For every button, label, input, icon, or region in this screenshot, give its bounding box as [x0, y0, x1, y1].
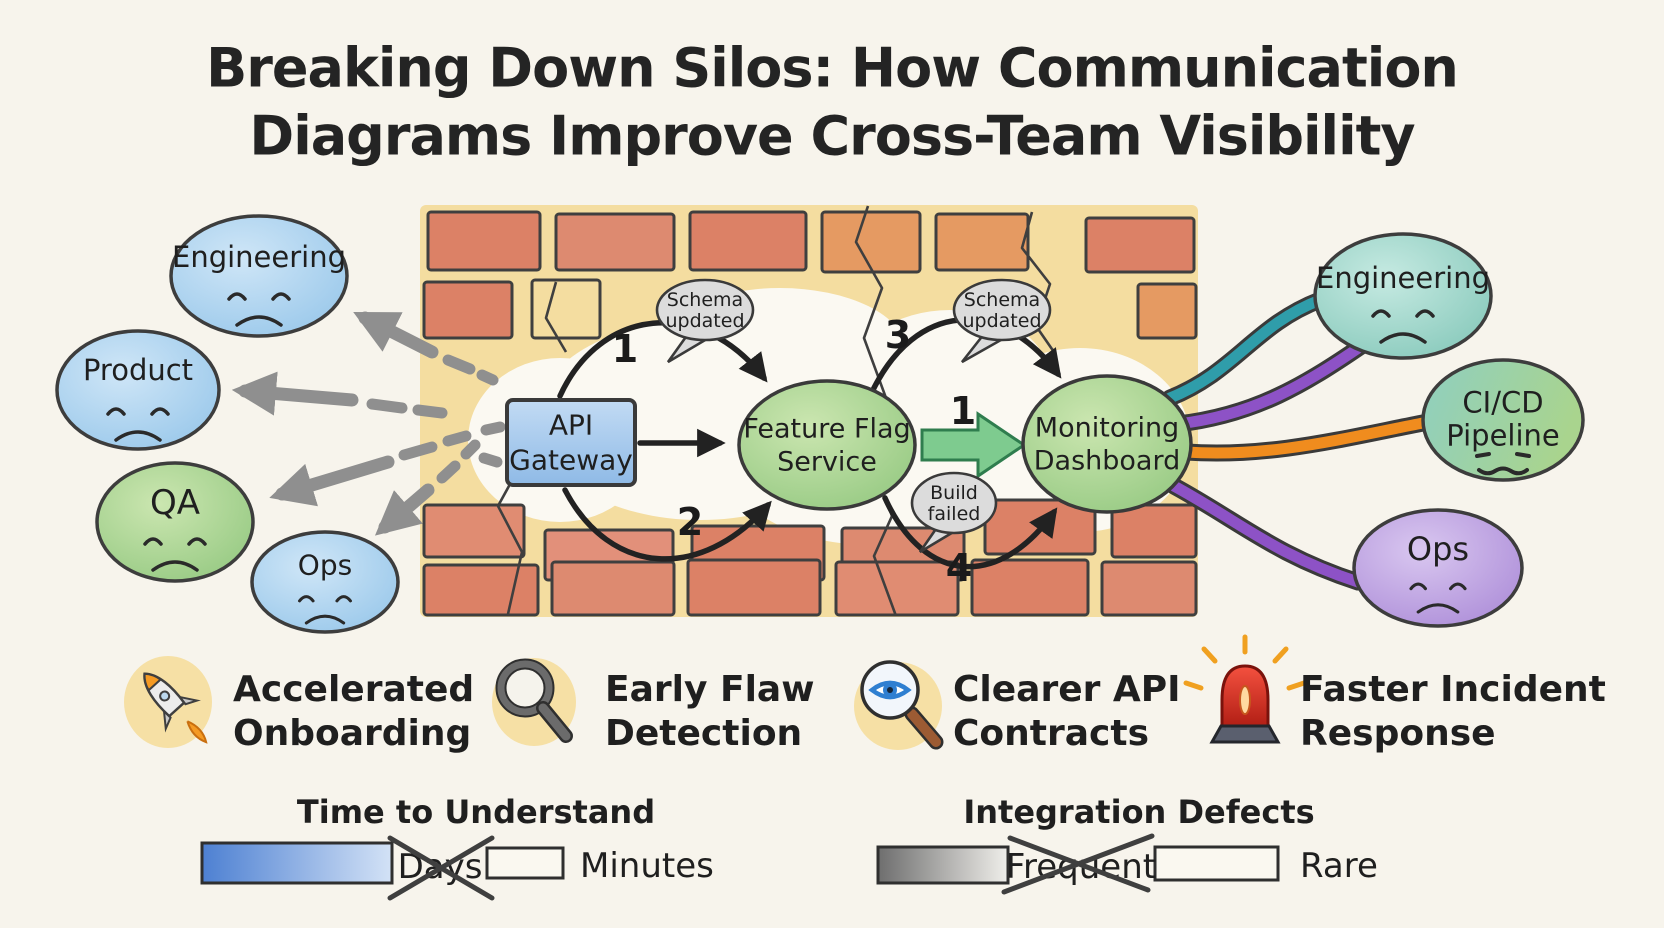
silo-ops-blob: [250, 530, 400, 634]
benefit-4-line1: Faster Incident: [1300, 669, 1606, 710]
metric-defects-title: Integration Defects: [963, 793, 1315, 831]
connected-cicd-label-1: CI/CD: [1462, 385, 1544, 420]
arrow-step-1: [557, 320, 768, 399]
bubble-3-text: Build failed: [928, 483, 981, 525]
defects-before-bar: [876, 845, 1010, 885]
bounced-arrow-to-qa: [269, 455, 395, 507]
connected-ops-blob: [1352, 508, 1524, 628]
bounced-arrows: [231, 311, 506, 536]
bubble-3-line2: failed: [927, 503, 981, 525]
step-number-1: 1: [611, 327, 639, 371]
feature-flag-node: [737, 379, 917, 511]
defects-after-bar: [1153, 845, 1280, 882]
metric-time-after-label: Minutes: [580, 846, 714, 886]
metric-bars: [200, 841, 1280, 885]
api-gateway-label-1: API: [548, 408, 594, 442]
bounced-arrow-to-ops: [374, 483, 435, 536]
bubble-schema-updated-1: [655, 278, 755, 364]
silo-product-label: Product: [82, 353, 194, 387]
benefit-3-line1: Clearer API: [953, 669, 1181, 710]
bubble-1-text: Schema updated: [665, 290, 744, 332]
speech-bubbles: [655, 278, 1052, 554]
orange-link-cicd: [1180, 416, 1434, 459]
api-gateway-node: [505, 398, 637, 487]
metric-time-before-label: Days: [397, 847, 483, 887]
bubble-schema-updated-2: [952, 278, 1052, 364]
purple-link-ops: [1168, 480, 1364, 588]
bubble-2-text: Schema updated: [962, 290, 1041, 332]
api-gateway-label-2: Gateway: [509, 443, 633, 477]
bubble-2-line1: Schema: [963, 289, 1041, 311]
silo-engineering-label: Engineering: [172, 240, 346, 274]
sad-face-product: [106, 407, 170, 442]
metric-defects-before-label: Frequent: [1005, 847, 1157, 887]
teal-link: [1164, 294, 1326, 404]
bubble-1-line2: updated: [665, 310, 745, 332]
step-number-1b: 1: [949, 389, 977, 433]
connection-curves: [1161, 291, 1437, 591]
arrow-step-2: [562, 487, 772, 562]
bricks: [422, 210, 1198, 617]
benefit-2-line2: Detection: [605, 713, 803, 754]
benefit-accelerated-onboarding: Accelerated Onboarding: [233, 668, 474, 756]
neutral-face-cicd: [1475, 452, 1531, 476]
bubble-3-line1: Build: [930, 482, 978, 504]
connected-cicd-blob: [1421, 358, 1585, 482]
sad-face-ops-left: [298, 595, 352, 625]
connected-engineering-blob: [1313, 232, 1493, 360]
silo-engineering-blob: [169, 214, 349, 338]
monitoring-label-2: Dashboard: [1033, 445, 1181, 477]
title-line-2: Diagrams Improve Cross-Team Visibility: [249, 104, 1415, 168]
silo-blobs: [55, 214, 400, 634]
title-line-1: Breaking Down Silos: How Communication: [206, 36, 1459, 100]
benefit-3-line2: Contracts: [953, 713, 1150, 754]
feature-flag-label-1: Feature Flag: [743, 413, 911, 445]
silo-product-blob: [55, 329, 221, 451]
sad-face-ops-right: [1409, 582, 1467, 614]
rocket-icon: [124, 656, 212, 748]
silo-qa-blob: [95, 461, 255, 583]
sad-face-qa: [143, 537, 207, 572]
connected-cicd-label-2: Pipeline: [1446, 418, 1560, 453]
purple-link-engineering: [1172, 334, 1376, 430]
benefit-4-line2: Response: [1300, 713, 1496, 754]
benefit-1-line1: Accelerated: [233, 669, 475, 710]
monitoring-node: [1021, 374, 1193, 514]
bubble-1-line1: Schema: [666, 289, 744, 311]
metric-time-title: Time to Understand: [296, 793, 656, 831]
connected-engineering-label: Engineering: [1316, 261, 1490, 295]
feature-flag-label-2: Service: [777, 446, 877, 478]
metric-defects-after-label: Rare: [1300, 846, 1378, 886]
bubble-build-failed: [910, 471, 998, 554]
step-number-4: 4: [945, 546, 973, 590]
silo-ops-label: Ops: [297, 548, 353, 582]
faces: [106, 292, 1531, 625]
benefit-1-line2: Onboarding: [233, 713, 472, 754]
connected-blobs: [1313, 232, 1585, 628]
bounced-arrow-to-product: [231, 371, 359, 416]
connected-ops-label: Ops: [1406, 530, 1470, 568]
siren-icon: [1183, 634, 1307, 744]
step-number-2: 2: [676, 500, 704, 544]
silo-qa-label: QA: [149, 483, 201, 523]
bounced-arrow-to-engineering: [353, 311, 439, 359]
benefit-2-line1: Early Flaw: [605, 669, 815, 710]
bubble-2-line2: updated: [962, 310, 1042, 332]
step-number-3: 3: [884, 313, 912, 357]
sad-face-engineering-right: [1371, 309, 1435, 344]
arrow-fragments: [366, 354, 506, 484]
arrow-step-4: [882, 495, 1058, 570]
eye-magnifier-icon: [854, 660, 944, 750]
sad-face-engineering-left: [227, 292, 291, 327]
magnifier-icon: [492, 658, 576, 746]
benefit-clearer-api-contracts: Clearer API Contracts: [953, 668, 1181, 756]
time-before-bar: [200, 841, 394, 885]
benefit-faster-incident-response: Faster Incident Response: [1300, 668, 1606, 756]
time-after-bar: [485, 846, 565, 880]
monitoring-label-1: Monitoring: [1034, 412, 1180, 444]
green-block-arrow: [920, 411, 1027, 479]
benefit-early-flaw-detection: Early Flaw Detection: [605, 668, 814, 756]
